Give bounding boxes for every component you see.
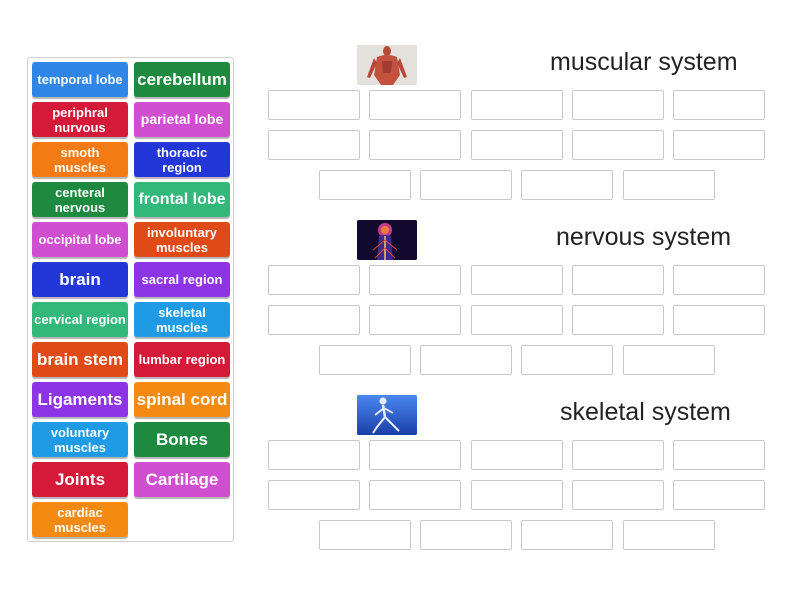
- drop-slot[interactable]: [420, 170, 512, 200]
- drop-slot[interactable]: [673, 480, 765, 510]
- group-title-skeletal: skeletal system: [560, 398, 731, 426]
- tile-ligaments[interactable]: Ligaments: [32, 382, 128, 417]
- drop-slot[interactable]: [471, 440, 563, 470]
- skeleton-figure-image: [357, 395, 417, 435]
- tile-smoth-muscles[interactable]: smoth muscles: [32, 142, 128, 177]
- drop-slot[interactable]: [369, 440, 461, 470]
- drop-slot[interactable]: [319, 345, 411, 375]
- tile-cervical-region[interactable]: cervical region: [32, 302, 128, 337]
- drop-slot[interactable]: [572, 305, 664, 335]
- tile-involuntary-muscles[interactable]: involuntary muscles: [134, 222, 230, 257]
- drop-slot[interactable]: [369, 130, 461, 160]
- drop-slot[interactable]: [623, 345, 715, 375]
- drop-slot[interactable]: [268, 265, 360, 295]
- drop-slot[interactable]: [673, 130, 765, 160]
- drop-slot[interactable]: [623, 520, 715, 550]
- drop-slot[interactable]: [471, 480, 563, 510]
- tile-periphral-nurvous[interactable]: periphral nurvous: [32, 102, 128, 137]
- muscle-figure-image: [357, 45, 417, 85]
- drop-slot[interactable]: [471, 265, 563, 295]
- drop-slot[interactable]: [521, 170, 613, 200]
- drop-slot[interactable]: [673, 305, 765, 335]
- tile-cerebellum[interactable]: cerebellum: [134, 62, 230, 97]
- drop-slot[interactable]: [268, 305, 360, 335]
- word-bank: temporal lobe cerebellum periphral nurvo…: [27, 57, 234, 542]
- drop-slot[interactable]: [521, 520, 613, 550]
- drop-slot[interactable]: [268, 480, 360, 510]
- drop-slot[interactable]: [268, 90, 360, 120]
- drop-slot[interactable]: [268, 130, 360, 160]
- drop-slot[interactable]: [572, 130, 664, 160]
- tile-frontal-lobe[interactable]: frontal lobe: [134, 182, 230, 217]
- group-title-muscular: muscular system: [550, 48, 738, 76]
- tile-occipital-lobe[interactable]: occipital lobe: [32, 222, 128, 257]
- tile-sacral-region[interactable]: sacral region: [134, 262, 230, 297]
- tile-parietal-lobe[interactable]: parietal lobe: [134, 102, 230, 137]
- tile-centeral-nervous[interactable]: centeral nervous: [32, 182, 128, 217]
- drop-slot[interactable]: [673, 90, 765, 120]
- drop-slot[interactable]: [673, 265, 765, 295]
- tile-spinal-cord[interactable]: spinal cord: [134, 382, 230, 417]
- drop-slot[interactable]: [572, 440, 664, 470]
- drop-slot[interactable]: [420, 520, 512, 550]
- group-title-nervous: nervous system: [556, 223, 732, 251]
- drop-slot[interactable]: [623, 170, 715, 200]
- tile-voluntary-muscles[interactable]: voluntary muscles: [32, 422, 128, 457]
- tile-thoracic-region[interactable]: thoracic region: [134, 142, 230, 177]
- tile-joints[interactable]: Joints: [32, 462, 128, 497]
- nervous-figure-image: [357, 220, 417, 260]
- drop-slot[interactable]: [369, 265, 461, 295]
- drop-slot[interactable]: [572, 480, 664, 510]
- drop-slot[interactable]: [369, 90, 461, 120]
- tile-skeletal-muscles[interactable]: skeletal muscles: [134, 302, 230, 337]
- drop-slot[interactable]: [369, 480, 461, 510]
- drop-slot[interactable]: [319, 170, 411, 200]
- tile-bones[interactable]: Bones: [134, 422, 230, 457]
- drop-slot[interactable]: [369, 305, 461, 335]
- drop-slot[interactable]: [420, 345, 512, 375]
- drop-slot[interactable]: [319, 520, 411, 550]
- drop-slot[interactable]: [471, 130, 563, 160]
- drop-slot[interactable]: [268, 440, 360, 470]
- drop-slot[interactable]: [572, 90, 664, 120]
- tile-brain[interactable]: brain: [32, 262, 128, 297]
- tile-temporal-lobe[interactable]: temporal lobe: [32, 62, 128, 97]
- drop-slot[interactable]: [471, 90, 563, 120]
- drop-slot[interactable]: [521, 345, 613, 375]
- drop-slot[interactable]: [572, 265, 664, 295]
- tile-brain-stem[interactable]: brain stem: [32, 342, 128, 377]
- drop-slot[interactable]: [471, 305, 563, 335]
- tile-cardiac-muscles[interactable]: cardiac muscles: [32, 502, 128, 537]
- tile-lumbar-region[interactable]: lumbar region: [134, 342, 230, 377]
- drop-slot[interactable]: [673, 440, 765, 470]
- tile-cartilage[interactable]: Cartilage: [134, 462, 230, 497]
